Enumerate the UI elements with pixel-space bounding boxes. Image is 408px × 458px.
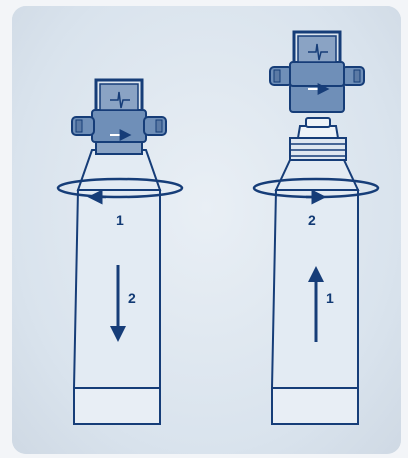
- right-rotate-step-label: 2: [308, 212, 316, 228]
- right-rotate-arrow-icon: [252, 177, 380, 205]
- up-arrow-icon: [308, 266, 324, 342]
- left-rotate-arrow-icon: [56, 177, 184, 205]
- left-rotate-step-label: 1: [116, 212, 124, 228]
- down-arrow-icon: [110, 265, 126, 342]
- right-filter-cartridge-icon: [269, 30, 365, 113]
- right-push-step-label: 1: [326, 290, 334, 306]
- left-pull-step-label: 2: [128, 290, 136, 306]
- left-filter-cartridge-icon: [71, 78, 167, 155]
